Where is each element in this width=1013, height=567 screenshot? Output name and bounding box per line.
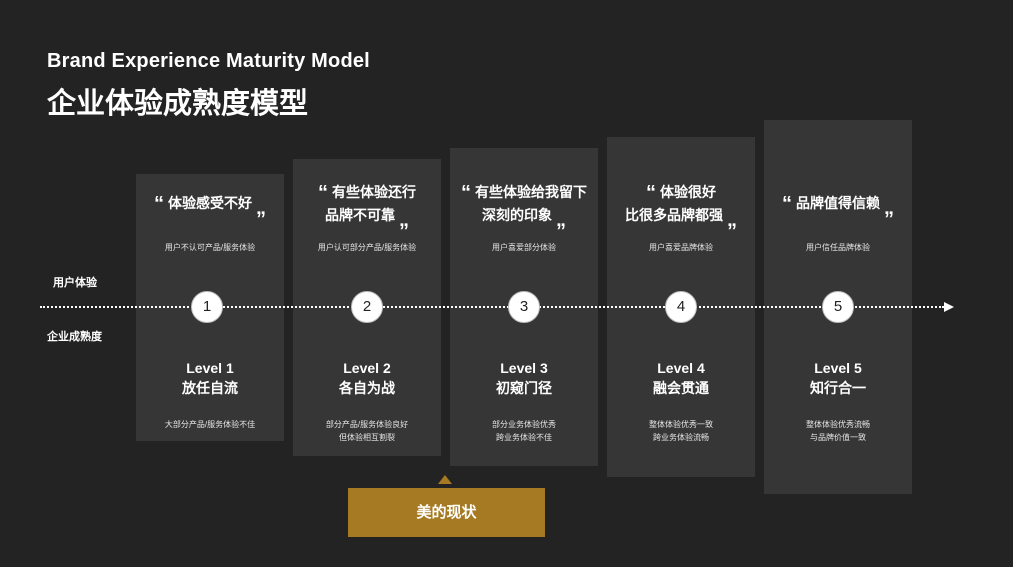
quote-line: 比很多品牌都强 — [625, 207, 723, 223]
description-line: 跨业务体验不佳 — [496, 433, 552, 442]
user-experience-note: 用户不认可产品/服务体验 — [164, 243, 256, 252]
user-quote: “体验感受不好„ — [136, 192, 284, 219]
quote-open-icon: “ — [646, 182, 656, 204]
level-description: 大部分产品/服务体验不佳 — [136, 418, 284, 431]
quote-close-icon: „ — [256, 197, 266, 219]
timeline-arrow-icon — [944, 302, 954, 312]
level-title: Level 5 知行合一 — [764, 358, 912, 398]
quote-line: 品牌不可靠 — [325, 207, 395, 223]
level-marker-2: 2 — [351, 291, 383, 323]
quote-open-icon: “ — [154, 193, 164, 215]
quote-close-icon: „ — [556, 209, 566, 231]
quote-line: 体验很好 — [660, 184, 716, 200]
user-quote: “体验很好 比很多品牌都强„ — [607, 181, 755, 231]
quote-line: 有些体验还行 — [332, 184, 416, 200]
level-name: 各自为战 — [339, 380, 395, 396]
user-experience-note: 用户信任品牌体验 — [806, 243, 870, 252]
quote-open-icon: “ — [782, 193, 792, 215]
level-number-label: Level 5 — [814, 360, 862, 376]
level-description: 整体体验优秀一致 跨业务体验流畅 — [607, 418, 755, 444]
level-number-label: Level 4 — [657, 360, 705, 376]
level-name: 融会贯通 — [653, 380, 709, 396]
quote-close-icon: „ — [884, 197, 894, 219]
quote-line: 有些体验给我留下 — [475, 184, 587, 200]
description-line: 部分产品/服务体验良好 — [325, 420, 409, 429]
level-number-label: Level 3 — [500, 360, 548, 376]
status-pointer-icon — [438, 475, 452, 484]
user-experience-label: 用户体验 — [53, 277, 97, 289]
quote-open-icon: “ — [318, 182, 328, 204]
enterprise-maturity-label: 企业成熟度 — [47, 331, 102, 343]
description-line: 但体验相互割裂 — [339, 433, 395, 442]
description-line: 整体体验优秀一致 — [649, 420, 713, 429]
quote-line: 品牌值得信赖 — [796, 195, 880, 211]
level-title: Level 3 初窥门径 — [450, 358, 598, 398]
description-line: 部分业务体验优秀 — [492, 420, 556, 429]
user-quote: “品牌值得信赖„ — [764, 192, 912, 219]
description-line: 整体体验优秀流畅 — [806, 420, 870, 429]
level-description: 整体体验优秀流畅 与品牌价值一致 — [764, 418, 912, 444]
level-marker-3: 3 — [508, 291, 540, 323]
level-name: 初窥门径 — [496, 380, 552, 396]
level-name: 放任自流 — [182, 380, 238, 396]
quote-open-icon: “ — [461, 182, 471, 204]
timeline-dotted-line — [40, 306, 944, 308]
user-experience-note: 用户喜爱部分体验 — [492, 243, 556, 252]
level-title: Level 1 放任自流 — [136, 358, 284, 398]
description-line: 与品牌价值一致 — [810, 433, 866, 442]
user-experience-note: 用户认可部分产品/服务体验 — [317, 243, 417, 252]
level-number-label: Level 2 — [343, 360, 391, 376]
level-title: Level 4 融会贯通 — [607, 358, 755, 398]
level-name: 知行合一 — [810, 380, 866, 396]
level-marker-5: 5 — [822, 291, 854, 323]
quote-line: 体验感受不好 — [168, 195, 252, 211]
level-number-label: Level 1 — [186, 360, 234, 376]
level-description: 部分业务体验优秀 跨业务体验不佳 — [450, 418, 598, 444]
user-quote: “有些体验还行 品牌不可靠„ — [293, 181, 441, 231]
level-marker-1: 1 — [191, 291, 223, 323]
user-experience-note: 用户喜爱品牌体验 — [649, 243, 713, 252]
level-title: Level 2 各自为战 — [293, 358, 441, 398]
description-line: 跨业务体验流畅 — [653, 433, 709, 442]
title-chinese: 企业体验成熟度模型 — [47, 88, 309, 120]
quote-close-icon: „ — [727, 209, 737, 231]
level-description: 部分产品/服务体验良好 但体验相互割裂 — [293, 418, 441, 444]
user-quote: “有些体验给我留下 深刻的印象„ — [450, 181, 598, 231]
description-line: 大部分产品/服务体验不佳 — [164, 420, 256, 429]
quote-close-icon: „ — [399, 209, 409, 231]
current-status-badge: 美的现状 — [348, 488, 545, 537]
quote-line: 深刻的印象 — [482, 207, 552, 223]
level-marker-4: 4 — [665, 291, 697, 323]
title-english: Brand Experience Maturity Model — [47, 50, 370, 72]
